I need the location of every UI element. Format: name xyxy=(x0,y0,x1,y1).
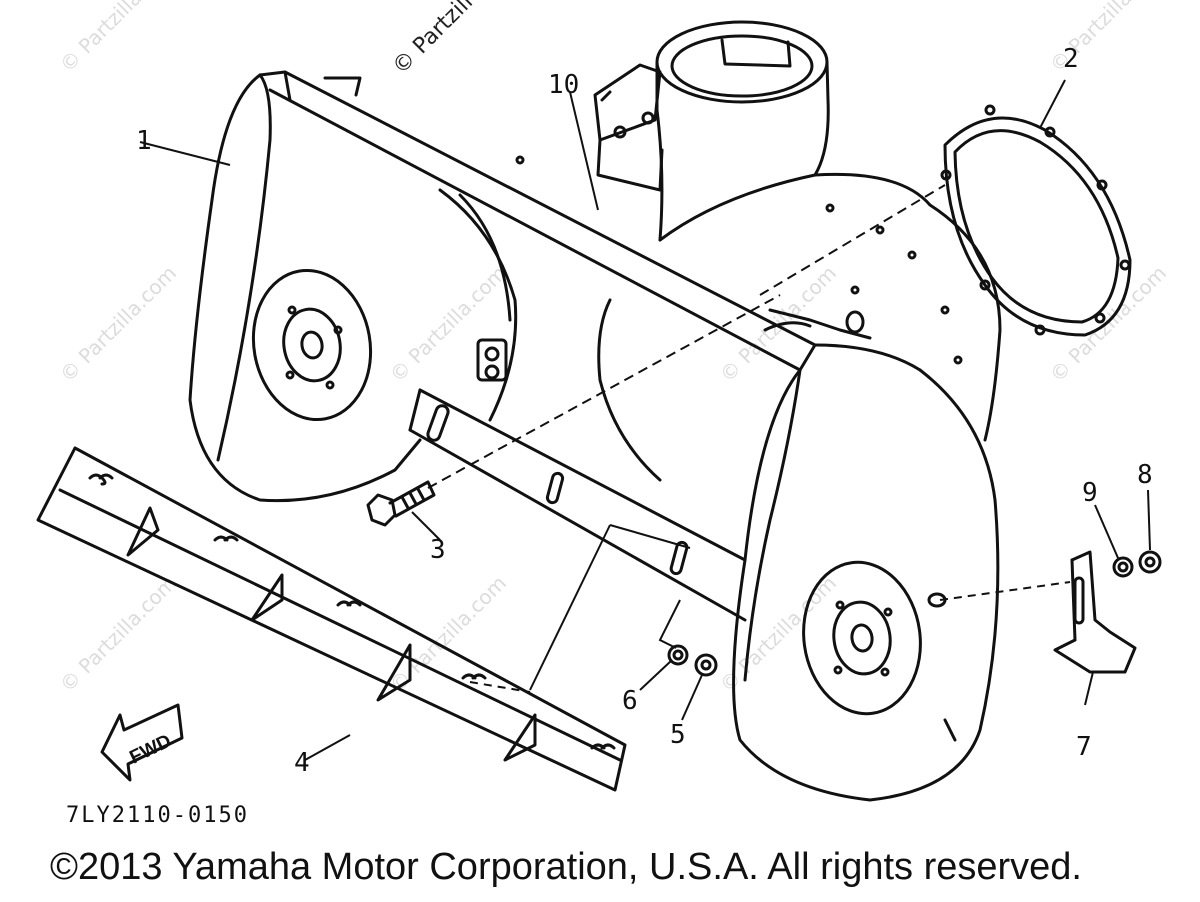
callout-9: 9 xyxy=(1082,478,1098,508)
callout-3: 3 xyxy=(430,535,446,565)
fwd-label: FWD xyxy=(127,731,175,769)
callout-6: 6 xyxy=(622,686,638,716)
part-8-nut xyxy=(1138,550,1162,574)
callout-4: 4 xyxy=(294,748,310,778)
forward-direction-arrow xyxy=(100,703,184,782)
part-7-skid-bracket xyxy=(1053,550,1137,674)
part-2-gasket xyxy=(940,104,1132,337)
discharge-outlet xyxy=(655,20,830,242)
callout-1: 1 xyxy=(136,126,152,156)
callout-2: 2 xyxy=(1063,44,1079,74)
part-9-washer xyxy=(1112,556,1134,578)
housing-lower-plate xyxy=(408,338,747,622)
part-10-chute-bracket xyxy=(593,63,664,192)
part-1-left-side-plate xyxy=(188,73,518,503)
leader-lines xyxy=(139,79,1151,761)
part-4-scraper-blade xyxy=(36,446,627,792)
callout-5: 5 xyxy=(670,720,686,750)
callout-10: 10 xyxy=(548,70,580,100)
right-side-plate xyxy=(732,368,1000,802)
auger-housing-drum xyxy=(515,155,1002,482)
diagram-part-code: 7LY2110-0150 xyxy=(66,803,249,828)
part-6-nut xyxy=(667,644,689,666)
copyright-notice: ©2013 Yamaha Motor Corporation, U.S.A. A… xyxy=(50,846,1082,888)
callout-7: 7 xyxy=(1076,732,1092,762)
part-5-nut xyxy=(694,653,718,677)
housing-top-beam xyxy=(258,70,922,372)
part-3-bolt xyxy=(366,480,436,527)
callout-8: 8 xyxy=(1137,460,1153,490)
